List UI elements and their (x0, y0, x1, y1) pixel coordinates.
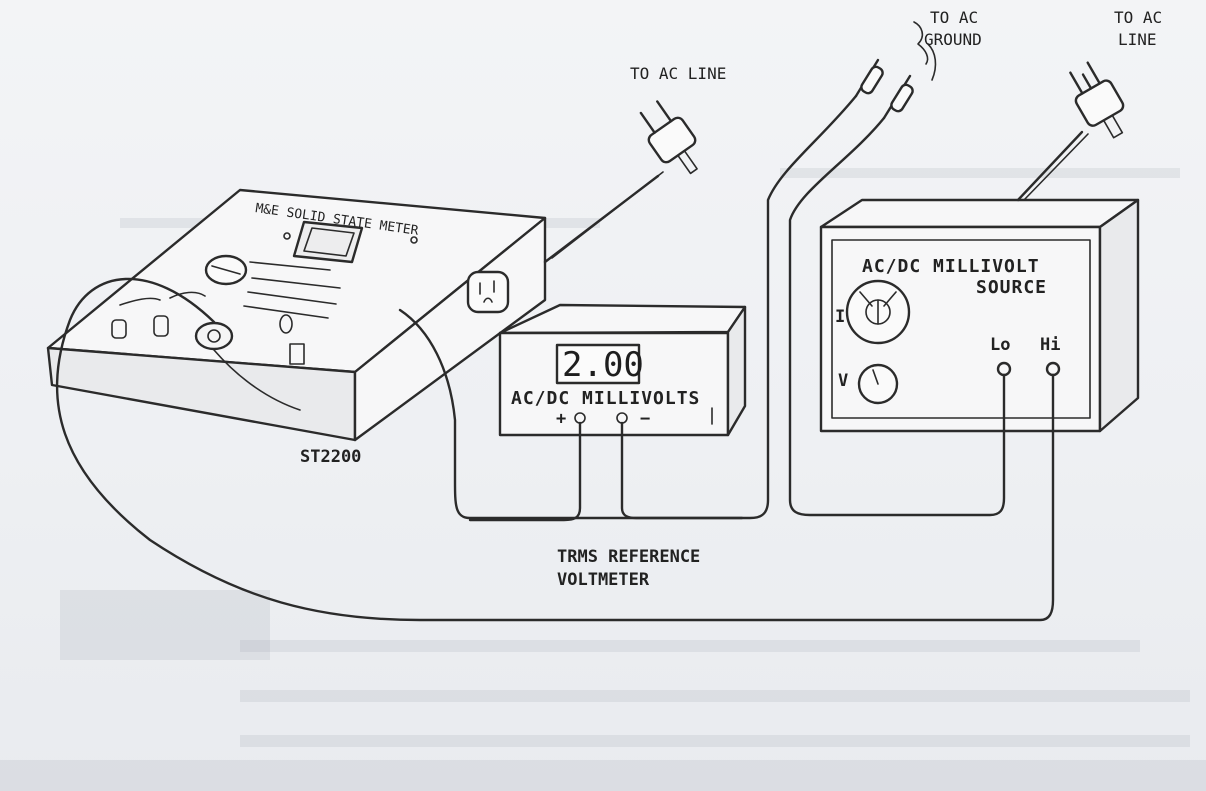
wires (55, 94, 1055, 622)
jack-icon (111, 315, 169, 339)
source-title-line1: AC/DC MILLIVOLT (862, 256, 1040, 277)
current-knob-icon (845, 279, 911, 345)
reference-label-line1: TRMS REFERENCE (557, 547, 700, 567)
reference-voltmeter: 2.00 AC/DC MILLIVOLTS + − (498, 303, 747, 437)
banana-plug-icon (854, 58, 914, 120)
source-v-label: V (838, 371, 848, 391)
source-hi-label: Hi (1040, 335, 1060, 355)
st2200-calibrator: M&E SOLID STATE METER (46, 188, 547, 467)
voltmeter-minus-label: − (640, 409, 650, 429)
ac-plug-icon (1069, 61, 1125, 139)
millivolt-source: AC/DC MILLIVOLT SOURCE I V Lo Hi (819, 198, 1140, 433)
label-to-ac-line-right-1: TO AC (1114, 8, 1162, 27)
voltmeter-display: 2.00 (562, 345, 644, 385)
source-title-line2: SOURCE (976, 277, 1047, 298)
source-power-cord (1016, 130, 1089, 202)
toggle-switch-icon (279, 314, 305, 365)
label-to-ac-line-left: TO AC LINE (630, 64, 726, 83)
range-knob-icon (204, 254, 248, 286)
ac-plug-icon (639, 100, 698, 175)
label-to-ac-line-right-2: LINE (1118, 30, 1157, 49)
source-lo-label: Lo (990, 335, 1010, 355)
ground-bracket (913, 21, 929, 65)
voltmeter-panel-label: AC/DC MILLIVOLTS (511, 388, 700, 409)
input-connector-icon (194, 321, 234, 351)
voltage-knob-icon (857, 363, 899, 405)
outlet-icon (466, 270, 510, 314)
voltmeter-plus-label: + (556, 409, 566, 429)
device-name: ST2200 (300, 447, 361, 467)
label-to-ac-ground-1: TO AC (930, 8, 978, 27)
source-i-label: I (835, 307, 845, 327)
page-bleed-through (0, 168, 1206, 791)
st2200-power-cord (543, 171, 664, 264)
label-to-ac-ground-2: GROUND (924, 30, 982, 49)
reference-label-line2: VOLTMETER (557, 570, 650, 590)
